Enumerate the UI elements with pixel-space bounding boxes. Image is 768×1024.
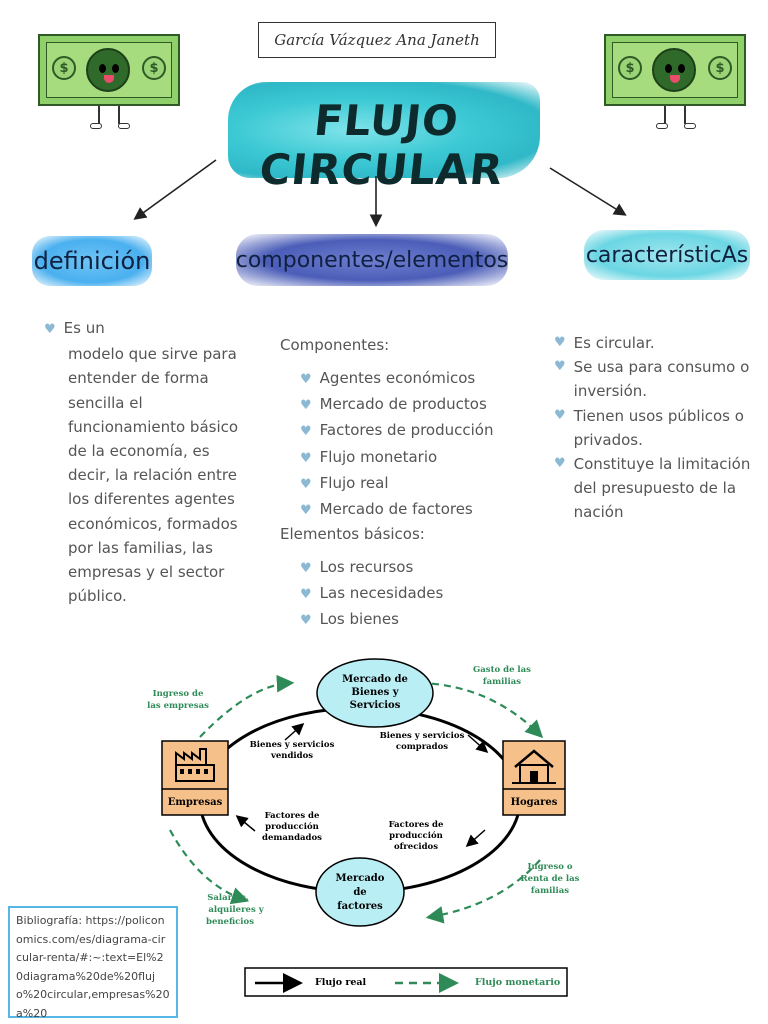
heart-bullet-icon: ♥ <box>300 561 312 576</box>
bibliografia-box: Bibliografía: https://policonomics.com/e… <box>8 906 178 1020</box>
mercado-bienes-line2: Bienes y <box>351 687 399 698</box>
list-item: ♥Flujo real <box>300 473 389 492</box>
factores-ofrecidos-line1: Factores de <box>389 820 444 830</box>
mercado-bienes-line1: Mercado de <box>342 674 408 685</box>
list-item: ♥Los recursos <box>300 558 414 576</box>
caracteristicas-heading: característicAs <box>584 230 750 280</box>
heart-bullet-icon: ♥ <box>554 456 566 472</box>
factory-icon <box>175 748 215 782</box>
heart-bullet-icon: ♥ <box>554 335 566 350</box>
money-bill-left-icon: $ $ <box>38 34 180 129</box>
mercado-factores-node <box>315 857 405 927</box>
flujo-monetario-arc-top-left <box>199 674 295 738</box>
heart-bullet-icon: ♥ <box>300 398 312 414</box>
list-item: ♥Tienen usos públicos o privados. <box>554 404 759 452</box>
author-name: García Vázquez Ana Janeth <box>258 22 496 58</box>
salarios-line1: Salarios, <box>207 893 249 903</box>
flujo-real-arrow-comprados <box>467 734 489 753</box>
ingreso-empresas-line1: Ingreso de <box>153 689 204 699</box>
empresas-node: Empresas <box>161 740 229 816</box>
flujo-monetario-arc-left-top <box>200 683 290 737</box>
mercado-bienes-line3: Servicios <box>350 700 401 711</box>
definicion-first-line: Es un <box>63 319 105 337</box>
mercado-factores-line3: factores <box>337 901 383 912</box>
flujo-monetario-arc-bottom-left <box>169 829 250 905</box>
gasto-familias-line2: familias <box>483 677 521 687</box>
salarios-line3: beneficios <box>206 917 254 927</box>
heart-bullet-icon: ♥ <box>300 372 312 387</box>
hogares-node: Hogares <box>502 740 566 816</box>
list-item: ♥Las necesidades <box>300 584 444 603</box>
hogares-label: Hogares <box>511 797 558 808</box>
title-brush-background <box>228 82 540 178</box>
ingreso-renta-line1: Ingreso o <box>527 862 572 872</box>
heart-bullet-icon: ♥ <box>554 359 566 375</box>
list-item: ♥Flujo monetario <box>300 447 438 466</box>
factores-demandados-line3: demandados <box>262 833 322 843</box>
mercado-bienes-node <box>316 658 434 728</box>
circular-flow-diagram: Mercado de Bienes y Servicios Mercado de… <box>147 658 580 997</box>
elementos-label: Elementos básicos: <box>280 525 425 543</box>
flujo-real-arrow-demandados <box>235 815 256 832</box>
money-bill-right-icon: $ $ <box>604 34 746 129</box>
ingreso-empresas-line2: las empresas <box>147 701 209 711</box>
heart-bullet-icon: ♥ <box>300 503 312 519</box>
arrow-to-caracteristicas <box>549 167 627 216</box>
list-item: ♥Se usa para consumo o inversión. <box>554 355 759 403</box>
mercado-factores-line1: Mercado <box>336 873 385 884</box>
list-item: ♥Agentes económicos <box>300 369 476 387</box>
bienes-comprados-line1: Bienes y servicios <box>380 731 465 741</box>
legend-flujo-monetario: Flujo monetario <box>475 977 560 988</box>
flujo-real-arrow-ofrecidos <box>465 829 486 847</box>
gasto-familias-line1: Gasto de las <box>473 665 531 675</box>
componentes-list: ♥Agentes económicos ♥Mercado de producto… <box>300 366 493 523</box>
ingreso-renta-line2: Renta de las <box>521 874 580 884</box>
list-item: ♥Mercado de productos <box>300 395 487 414</box>
mercado-factores-line2: de <box>353 887 366 898</box>
list-item: ♥Factores de producción <box>300 421 494 440</box>
factores-demandados-line2: producción <box>265 821 319 832</box>
empresas-label: Empresas <box>168 797 223 808</box>
componentes-label: Componentes: <box>280 336 390 354</box>
flujo-monetario-arc-top-right <box>419 681 544 739</box>
bienes-comprados-line2: comprados <box>396 742 448 752</box>
list-item: ♥Los bienes <box>300 610 399 629</box>
factores-ofrecidos-line3: ofrecidos <box>394 842 438 852</box>
flujo-real-arrow-vendidos <box>284 723 305 741</box>
list-item: ♥Es circular. <box>554 331 759 355</box>
salarios-line2: alquileres y <box>208 905 264 915</box>
title-arrows <box>133 159 627 228</box>
heart-bullet-icon: ♥ <box>300 450 312 466</box>
list-item: ♥Mercado de factores <box>300 500 473 519</box>
factores-ofrecidos-line2: producción <box>389 830 443 841</box>
house-icon <box>512 749 556 784</box>
elementos-list: ♥Los recursos ♥Las necesidades ♥Los bien… <box>300 555 443 634</box>
definicion-body: modelo que sirve para entender de forma … <box>68 345 239 606</box>
heart-bullet-icon: ♥ <box>300 613 312 629</box>
definicion-text: ♥ Es un modelo que sirve para entender de… <box>44 316 244 608</box>
ingreso-renta-line3: familias <box>531 886 569 896</box>
heart-bullet-icon: ♥ <box>300 587 312 603</box>
componentes-heading: componentes/elementos <box>236 234 508 286</box>
bienes-vendidos-line1: Bienes y servicios <box>250 740 335 750</box>
diagram-legend: Flujo real Flujo monetario <box>244 967 568 997</box>
heart-bullet-icon: ♥ <box>300 424 312 440</box>
bienes-vendidos-line2: vendidos <box>270 751 313 761</box>
definicion-heading: definición <box>32 236 152 286</box>
heart-bullet-icon: ♥ <box>44 322 56 337</box>
heart-bullet-icon: ♥ <box>300 476 312 492</box>
caracteristicas-list: ♥Es circular. ♥Se usa para consumo o inv… <box>554 331 759 525</box>
flujo-monetario-arc-bottom-right <box>425 859 541 924</box>
heart-bullet-icon: ♥ <box>554 407 566 423</box>
legend-flujo-real: Flujo real <box>315 977 367 988</box>
factores-demandados-line1: Factores de <box>265 811 320 821</box>
list-item: ♥Constituye la limitación del presupuest… <box>554 452 759 525</box>
arrow-to-definicion <box>133 159 217 220</box>
